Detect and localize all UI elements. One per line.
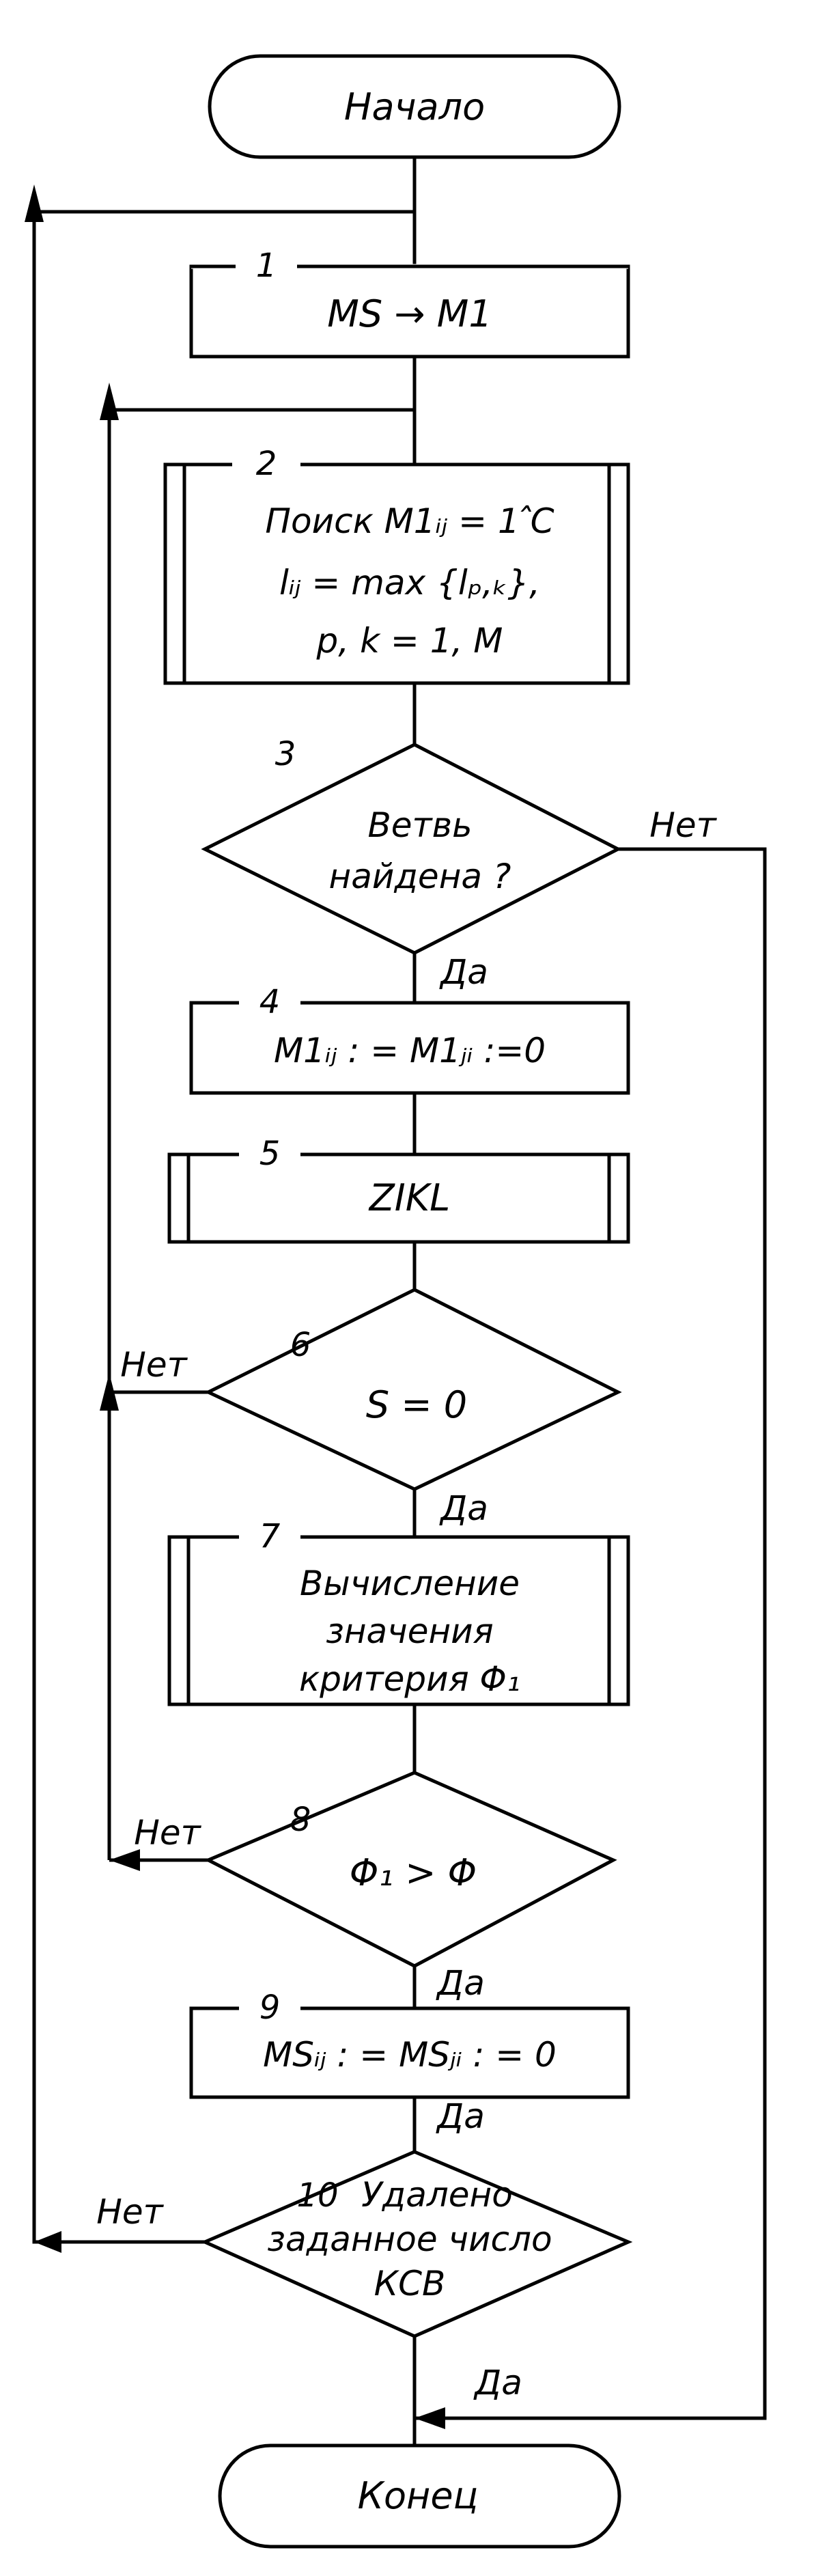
block-3-line-2: найдена ? [329,857,511,896]
block-10-no-label: Нет [96,2192,164,2232]
arrowhead-inner-loop-top [100,383,119,420]
block-2-number: 2 [256,445,277,483]
block-7: 7 Вычисление значения критерия Φ₁ [167,1517,630,1706]
connectors [25,157,767,2446]
block-6-shape [204,1288,622,1491]
block-7-line-3: критерия Φ₁ [299,1659,520,1699]
block-10-line-1: Удалено [361,2175,513,2215]
block-10: 10 Удалено заданное число КСВ Нет Да [96,2150,633,2402]
block-2-line-3: p, k = 1, M [316,621,503,661]
block-2: 2 Поиск M1ᵢⱼ = 1 ̂C lᵢⱼ = max {lₚ,ₖ}, p,… [163,445,630,685]
block-2-line-1: Поиск M1ᵢⱼ = 1 ̂C [265,501,554,541]
block-1: 1 MS → M1 [189,247,630,359]
start-terminal: Начало [208,54,621,159]
block-6-number: 6 [290,1326,311,1364]
block-4-text: M1ᵢⱼ : = M1ⱼᵢ :=0 [274,1031,546,1070]
block-7-line-1: Вычисление [300,1564,520,1603]
block-9: 9 MSᵢⱼ : = MSⱼᵢ : = 0 Да [189,1989,630,2136]
block-6-text: S = 0 [366,1383,467,1426]
edge-3-no [414,847,767,2420]
start-shape [208,54,621,159]
block-5-shape [167,1152,630,1244]
block-8-number: 8 [290,1801,311,1839]
block-3-yes-label: Да [439,952,488,992]
end-terminal: Конец [218,2443,621,2549]
block-10-line-2: заданное число [267,2219,552,2259]
block-8-text: Φ₁ > Φ [350,1851,477,1894]
arrowhead-outer-loop [25,184,44,222]
block-4: 4 M1ᵢⱼ : = M1ⱼᵢ :=0 [189,983,630,1095]
block-7-line-2: значения [326,1611,493,1651]
block-9-yes-label: Да [436,2096,485,2136]
block-4-number: 4 [259,983,281,1021]
block-5-text: ZIKL [368,1176,450,1219]
arrowhead-10-no [34,2231,61,2253]
block-3-line-1: Ветвь [367,805,472,845]
arrowhead-3-no [414,2407,445,2429]
block-4-shape [189,1001,630,1095]
block-9-text: MSᵢⱼ : = MSⱼᵢ : = 0 [263,2035,557,2075]
block-10-line-3: КСВ [374,2264,446,2303]
block-2-shape [163,462,630,685]
block-3: 3 Ветвь найдена ? Нет Да [201,735,718,992]
block-5: 5 ZIKL [167,1135,630,1244]
block-5-number: 5 [259,1135,281,1173]
block-2-line-2: lᵢⱼ = max {lₚ,ₖ}, [279,563,540,603]
arrowhead-8-no [109,1849,140,1871]
block-1-number: 1 [256,247,277,285]
block-6-yes-label: Да [439,1488,488,1528]
block-9-number: 9 [259,1989,281,2027]
block-10-yes-label: Да [473,2363,522,2402]
block-3-no-label: Нет [649,805,717,845]
block-8-yes-label: Да [436,1963,485,2003]
start-label: Начало [344,85,485,128]
block-6-no-label: Нет [120,1345,188,1385]
block-7-shape [167,1535,630,1706]
end-shape [218,2443,621,2549]
block-8: 8 Φ₁ > Φ Нет Да [134,1771,617,2003]
block-1-text: MS → M1 [327,292,492,335]
edge-10-no-loop [32,210,414,2244]
block-8-shape [204,1771,617,1968]
block-6: 6 S = 0 Нет Да [120,1288,622,1528]
block-3-shape [201,743,622,955]
block-10-shape [200,2150,633,2338]
block-3-number: 3 [275,735,296,773]
block-7-number: 7 [259,1517,281,1555]
block-10-number: 10 [296,2176,338,2215]
end-label: Конец [358,2474,479,2517]
block-8-no-label: Нет [134,1813,201,1853]
block-9-shape [189,2006,630,2099]
